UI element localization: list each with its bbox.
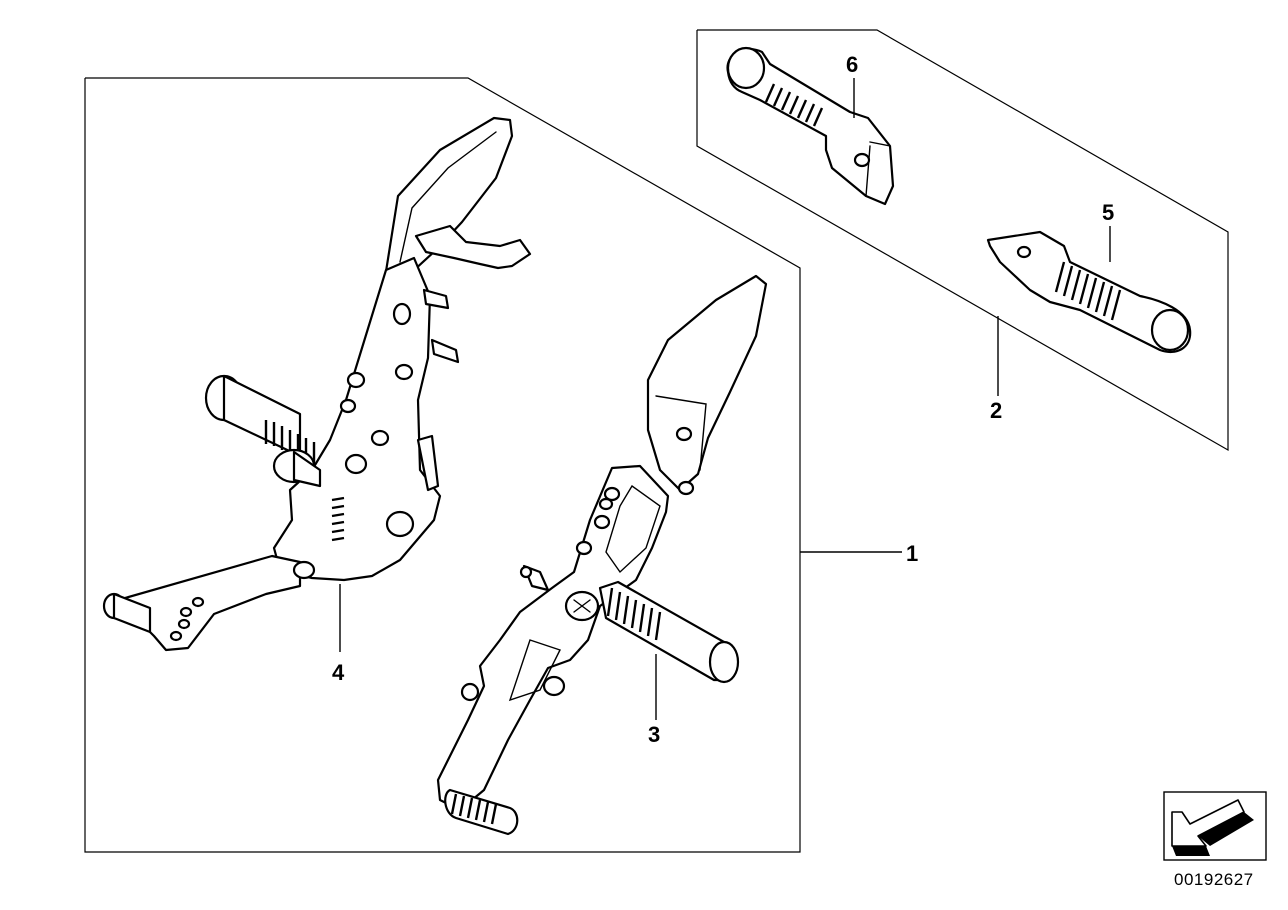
footpeg-part-6 — [726, 46, 895, 206]
callout-6: 6 — [846, 52, 858, 77]
kit-frame-1 — [84, 77, 801, 853]
kit-frame-2 — [696, 29, 1229, 452]
rearset-part-3 — [436, 274, 768, 836]
leader-lines — [339, 78, 1111, 720]
callout-4: 4 — [332, 660, 345, 685]
footpeg-part-5 — [986, 230, 1192, 354]
callout-3: 3 — [648, 722, 660, 747]
direction-arrow-icon — [1163, 791, 1267, 861]
callout-5: 5 — [1102, 200, 1114, 225]
rearset-part-4 — [102, 116, 532, 652]
callout-2: 2 — [990, 398, 1002, 423]
document-number: 00192627 — [1174, 870, 1254, 889]
callout-1: 1 — [906, 541, 918, 566]
